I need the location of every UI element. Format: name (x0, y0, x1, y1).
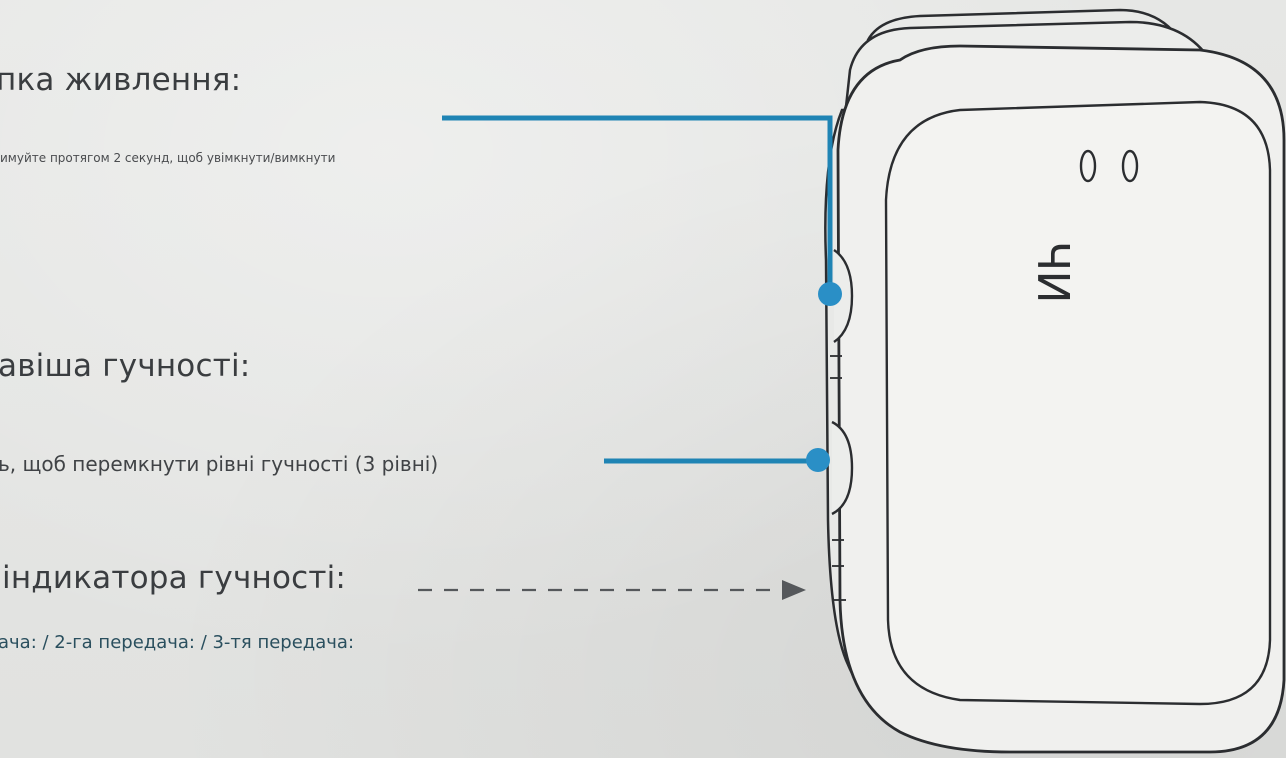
indicator-hole-left (1079, 149, 1097, 183)
indicator-hole-right (1121, 149, 1139, 183)
power-button-heading: пка живлення: (0, 62, 242, 98)
volume-key-description: ь, щоб перемкнути рівні гучності (3 рівн… (0, 452, 439, 476)
volume-indicator-description: ача: / 2-га передача: / 3-тя передача: (0, 632, 355, 653)
volume-indicator-heading: індикатора гучності: (2, 560, 347, 596)
device-label: ИҺ (1030, 240, 1081, 303)
device-front-panel (884, 100, 1272, 706)
volume-callout-dot (806, 448, 830, 472)
volume-key-heading: авіша гучності: (0, 348, 251, 384)
power-callout-dot (818, 282, 842, 306)
power-button-bump (833, 249, 854, 343)
power-callout-line (442, 115, 833, 292)
volume-key-bump (831, 420, 854, 516)
indicator-arrowhead (782, 580, 806, 600)
power-button-description: имуйте протягом 2 секунд, щоб увімкнути/… (0, 151, 336, 165)
